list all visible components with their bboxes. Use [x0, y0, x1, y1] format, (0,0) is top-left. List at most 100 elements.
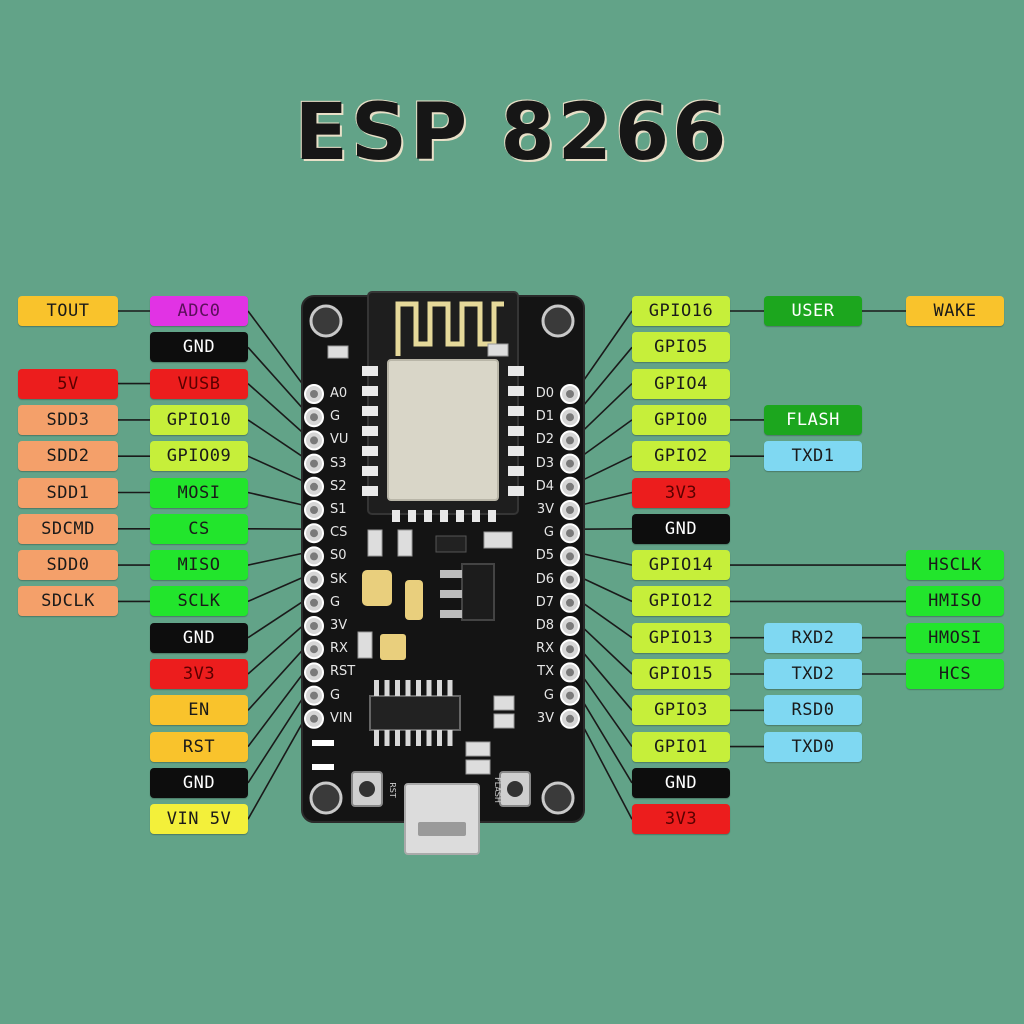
capacitor [405, 580, 423, 620]
mount-hole-bl [309, 781, 343, 815]
pin-alt-label: SDD1 [18, 477, 118, 508]
connector-line [247, 419, 308, 461]
connector-line [576, 574, 633, 603]
pin-hole-center [566, 390, 574, 398]
pin-name: D3 [535, 455, 554, 471]
connector-line [576, 551, 633, 566]
connector-line [576, 310, 633, 391]
pin-name: 3V [330, 618, 348, 633]
module-pad [362, 366, 378, 376]
smd-part [397, 529, 413, 557]
connector-line [576, 419, 633, 461]
chip-leg [405, 680, 411, 696]
pin-alt-label: SDCLK [18, 586, 118, 617]
module-pad [362, 486, 378, 496]
flash-button-cap [507, 781, 523, 797]
pin-hole-center [310, 413, 318, 422]
regulator-tab [440, 570, 462, 578]
pin-hole-center [310, 691, 318, 700]
pin-function-label: RST [150, 731, 248, 762]
module-pad [362, 426, 378, 436]
connector-line [576, 383, 633, 437]
connector-line [247, 551, 308, 566]
module-pad [508, 386, 524, 396]
pin-function-label: GPIO1 [632, 731, 730, 762]
mount-hole-tr [541, 304, 575, 338]
chip-leg [384, 680, 390, 696]
smd-part [357, 631, 373, 659]
chip-leg [416, 680, 421, 696]
connector-line [576, 455, 633, 484]
pin-hole-center [566, 668, 574, 677]
pin-function-label: GPIO4 [632, 368, 730, 399]
module-pad [508, 486, 524, 496]
pin-name: D0 [535, 386, 554, 401]
connector-line [247, 346, 308, 414]
chip-leg [395, 680, 400, 696]
mount-hole-tl [309, 304, 343, 338]
chip-leg [437, 680, 442, 696]
rf-shield [387, 359, 499, 501]
connector-line [247, 491, 308, 507]
pin-alt-label: FLASH [764, 404, 862, 435]
pin-name: S3 [330, 455, 347, 471]
pin-name: G [330, 409, 341, 425]
module-pad [456, 510, 464, 522]
pin-hole-center [566, 714, 574, 723]
module-pad [392, 510, 400, 522]
module-pads [362, 366, 524, 522]
module-pad [508, 426, 524, 436]
flash-button-label: FLASH [492, 777, 502, 803]
connector-line [247, 667, 308, 748]
module-pad [508, 466, 524, 476]
diagram-title: ESP 8266 [294, 88, 730, 178]
pin-name: RX [330, 641, 348, 657]
pin-function-label: GND [150, 332, 248, 363]
pin-alt-label: RSD0 [764, 695, 862, 726]
connector-line [247, 691, 308, 784]
pin-alt-label: SDD3 [18, 404, 118, 435]
pin-headers [304, 384, 580, 729]
pin-name: S0 [330, 548, 347, 564]
pin-function-label: GPIO5 [632, 332, 730, 363]
pin-name: RX [536, 641, 554, 657]
pin-function-label: VIN 5V [150, 804, 248, 835]
pin-hole-center [566, 691, 574, 700]
chip-leg [447, 730, 453, 746]
pin-alt-label: HMOSI [906, 622, 1004, 653]
pin-alt-label: WAKE [906, 296, 1004, 326]
module-pad [362, 466, 378, 476]
usb-port [418, 822, 466, 836]
pin-hole-center [566, 482, 574, 491]
pin-name: D7 [535, 594, 554, 610]
connector-line [247, 574, 308, 603]
chip-legs [374, 680, 453, 746]
chip-leg [437, 730, 442, 746]
pin-name: A0 [330, 386, 348, 401]
pin-name: RST [330, 664, 356, 680]
pin-hole-center [310, 552, 318, 561]
pin-hole-center [566, 598, 574, 607]
chip-leg [374, 730, 379, 746]
rst-button-cap [359, 781, 375, 797]
pin-name: 3V [536, 710, 554, 726]
pin-function-label: GND [150, 622, 248, 653]
pin-alt-label: SDD0 [18, 550, 118, 581]
module-pad [508, 446, 524, 456]
pin-alt-label: TXD0 [764, 731, 862, 762]
pin-name: D5 [535, 548, 554, 564]
pin-name: VU [330, 432, 349, 448]
pin-hole-center [310, 622, 318, 630]
pin-hole-center [310, 668, 318, 677]
pin-alt-label: USER [764, 296, 862, 326]
pin-function-label: GPIO13 [632, 622, 730, 653]
pin-alt-label: TXD1 [764, 441, 862, 472]
pin-alt-label: 5V [18, 368, 118, 399]
pin-hole-center [310, 506, 318, 514]
pin-function-label: ADC0 [150, 296, 248, 326]
pin-name: D1 [535, 409, 554, 425]
pin-function-label: GPIO0 [632, 404, 730, 435]
module-pad [472, 510, 480, 522]
connector-line [576, 491, 633, 507]
pin-alt-label: TXD2 [764, 659, 862, 689]
